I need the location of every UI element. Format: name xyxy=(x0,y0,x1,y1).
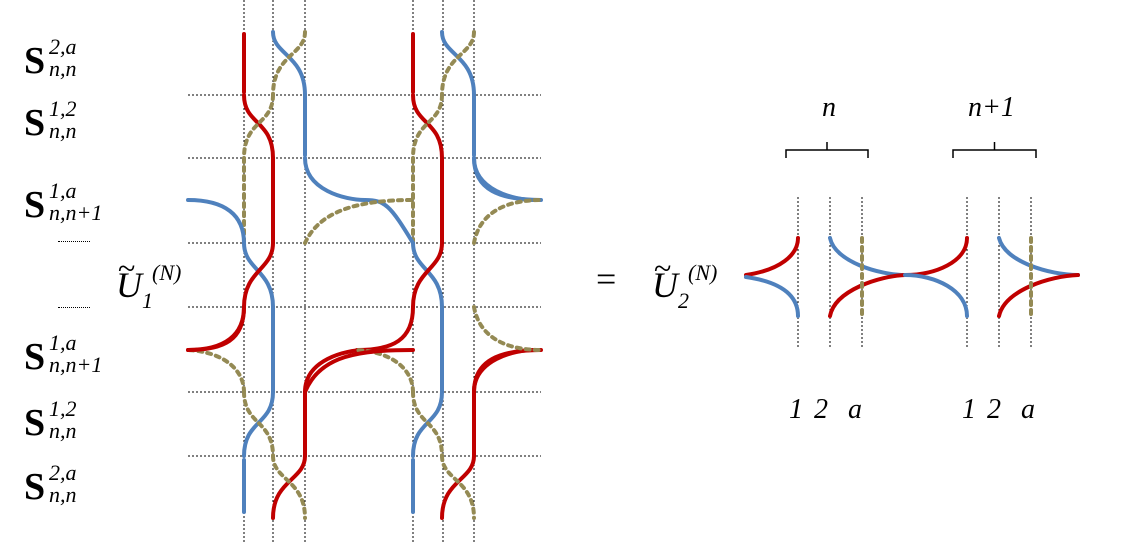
blue-strand xyxy=(363,198,415,245)
s-base: S xyxy=(24,402,46,444)
red-strand xyxy=(242,241,275,309)
equals-sign: = xyxy=(596,259,617,299)
red-strand xyxy=(303,348,415,394)
blue-strand xyxy=(828,236,907,277)
olive-strand xyxy=(242,390,275,458)
blue-strand xyxy=(472,156,536,202)
s-base: S xyxy=(24,102,46,144)
red-strand xyxy=(242,93,275,160)
s-label-1a-top: S 1,a n,n+1 xyxy=(24,180,102,226)
tilde-mark: ~ xyxy=(118,250,136,286)
s-sup: 2,a xyxy=(49,460,77,485)
olive-strand xyxy=(271,454,307,520)
leader-line xyxy=(58,241,90,242)
olive-strand xyxy=(440,454,476,520)
s-label-2a-bottom: S 2,a n,n xyxy=(24,462,77,508)
olive-strand xyxy=(472,305,543,352)
s-base: S xyxy=(24,466,46,508)
red-strand xyxy=(997,273,1080,318)
red-strand xyxy=(472,348,536,394)
u2-sub: 2 xyxy=(678,288,689,313)
grouping-braces xyxy=(785,142,1037,158)
brace-label-n: n xyxy=(822,92,836,123)
s-sup: 1,2 xyxy=(49,96,77,121)
olive-strand xyxy=(440,30,476,97)
s-base: S xyxy=(24,336,46,378)
red-strand xyxy=(411,241,444,309)
s-sup: 1,a xyxy=(49,178,77,203)
blue-strand xyxy=(744,275,800,318)
strand-curves xyxy=(186,30,1080,520)
s-sub: n,n+1 xyxy=(49,200,103,225)
s-sub: n,n xyxy=(49,56,77,81)
s-sup: 1,a xyxy=(49,330,77,355)
brace-n-plus-1 xyxy=(952,142,1037,158)
red-strand xyxy=(186,305,246,352)
u2-label: ~ U (N) 2 xyxy=(652,250,717,313)
strand-label-2: 2 xyxy=(987,394,1001,425)
leader-line xyxy=(58,307,90,308)
olive-strand xyxy=(411,93,444,160)
blue-strand xyxy=(303,156,367,202)
s-label-1a-bottom: S 1,a n,n+1 xyxy=(24,332,102,378)
red-strand xyxy=(186,305,246,352)
tilde-mark: ~ xyxy=(654,250,672,286)
s-label-2a-top: S 2,a n,n xyxy=(24,36,77,82)
strand-label-2: 2 xyxy=(814,394,828,425)
olive-strand xyxy=(186,348,246,394)
strand-label-1: 1 xyxy=(962,394,976,425)
strand-label-1: 1 xyxy=(789,394,803,425)
u2-sup: (N) xyxy=(688,260,718,285)
brace-n xyxy=(785,142,869,158)
strand-label-a: a xyxy=(848,394,862,425)
olive-strand xyxy=(355,348,415,394)
s-sub: n,n xyxy=(49,418,77,443)
s-base: S xyxy=(24,184,46,226)
blue-strand xyxy=(903,273,969,318)
olive-strand xyxy=(411,390,444,458)
blue-strand xyxy=(411,241,444,309)
blue-strand xyxy=(997,236,1080,277)
red-strand xyxy=(903,236,969,277)
red-strand xyxy=(355,305,415,352)
u1-base: U xyxy=(116,265,142,305)
u1-sub: 1 xyxy=(142,288,153,313)
u1-label: ~ U (N) 1 xyxy=(116,250,181,313)
s-sup: 1,2 xyxy=(49,396,77,421)
blue-strand xyxy=(186,198,246,245)
u2-base: U xyxy=(652,265,678,305)
olive-strand xyxy=(472,198,543,245)
olive-strand xyxy=(242,93,275,160)
red-strand xyxy=(440,454,476,520)
u1-sup: (N) xyxy=(152,260,182,285)
red-strand xyxy=(828,273,907,318)
s-label-12-bottom: S 1,2 n,n xyxy=(24,398,77,444)
s-sup: 2,a xyxy=(49,34,77,59)
blue-strand xyxy=(271,30,307,97)
red-strand xyxy=(411,93,444,160)
s-sub: n,n xyxy=(49,482,77,507)
brace-label-n-plus-1: n+1 xyxy=(968,92,1015,123)
strand-label-a: a xyxy=(1021,394,1035,425)
blue-strand xyxy=(242,241,275,309)
red-strand xyxy=(744,236,800,277)
red-strand xyxy=(271,454,307,520)
s-label-12-top: S 1,2 n,n xyxy=(24,98,77,144)
s-sub: n,n xyxy=(49,118,77,143)
s-sub: n,n+1 xyxy=(49,352,103,377)
olive-strand xyxy=(271,30,307,97)
olive-strand xyxy=(303,198,415,245)
s-base: S xyxy=(24,40,46,82)
blue-strand xyxy=(440,30,476,97)
